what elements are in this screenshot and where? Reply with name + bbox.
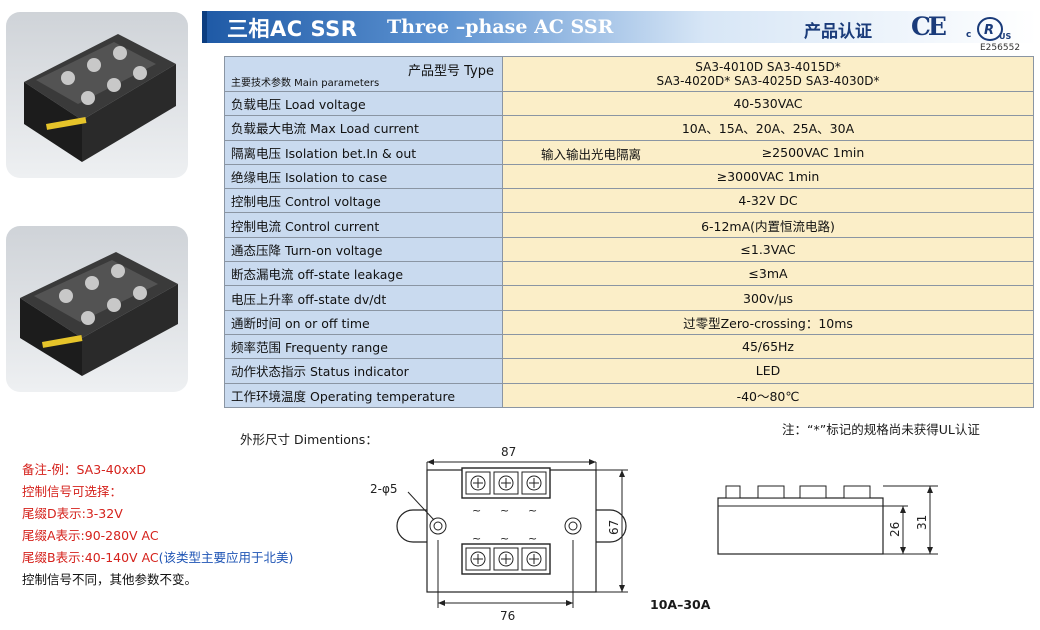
- svg-text:R: R: [984, 23, 994, 38]
- notes-block: 备注-例：SA3-40xxD 控制信号可选择： 尾缀D表示:3-32V 尾缀A表…: [22, 459, 293, 591]
- header-cell: 产品型号 Type 主要技术参数 Main parameters: [224, 56, 503, 92]
- note-line: 备注-例：SA3-40xxD: [22, 462, 147, 477]
- product-photo-top: [6, 12, 188, 178]
- drawing-caption: 10A–30A: [650, 597, 711, 612]
- row-value: 6-12mA(内置恒流电路): [502, 212, 1034, 238]
- row-value: ≤3mA: [502, 261, 1034, 287]
- ul-code: E256552: [980, 43, 1021, 53]
- table-row: 断态漏电流 off-state leakage≤3mA: [224, 261, 1034, 287]
- row-label: 断态漏电流 off-state leakage: [224, 261, 503, 287]
- row-label: 负载电压 Load voltage: [224, 90, 503, 117]
- dim-side-h1: 26: [888, 522, 902, 537]
- spec-table: 产品型号 Type 主要技术参数 Main parameters SA3-401…: [224, 56, 1034, 408]
- table-row: 隔离电压 Isolation bet.In & out 输入输出光电隔离 ≥25…: [224, 139, 1034, 165]
- row-label: 工作环境温度 Operating temperature: [224, 382, 503, 408]
- note-line: 控制信号可选择：: [22, 484, 123, 499]
- row-value: 过零型Zero-crossing：10ms: [502, 309, 1034, 335]
- dim-tilde: ~: [528, 504, 537, 517]
- row-label: 绝缘电压 Isolation to case: [224, 163, 503, 190]
- row-label: 电压上升率 off-state dv/dt: [224, 285, 503, 311]
- models-cell: SA3-4010D SA3-4015D* SA3-4020D* SA3-4025…: [502, 56, 1034, 92]
- row-label: 通断时间 on or off time: [224, 309, 503, 335]
- row-value: ≤1.3VAC: [502, 236, 1034, 263]
- row-value: 4-32V DC: [502, 188, 1034, 214]
- row-label: 频率范围 Frequenty range: [224, 333, 503, 360]
- table-row: 通态压降 Turn-on voltage≤1.3VAC: [224, 236, 1034, 263]
- type-header: 产品型号 Type: [408, 64, 494, 79]
- header-bar: 三相AC SSR Three –phase AC SSR 产品认证 CE R c…: [202, 11, 1037, 43]
- models-line-1: SA3-4010D SA3-4015D*: [695, 60, 841, 74]
- table-header-row: 产品型号 Type 主要技术参数 Main parameters SA3-401…: [224, 56, 1034, 92]
- row-value: ≥2500VAC 1min: [761, 144, 865, 160]
- product-photo-bottom: [6, 226, 188, 392]
- dim-tilde: ~: [472, 504, 481, 517]
- dimensions-label: 外形尺寸 Dimentions：: [240, 432, 378, 447]
- dim-side-h2: 31: [915, 515, 929, 530]
- row-value: 45/65Hz: [502, 333, 1034, 360]
- row-value: -40～80℃: [502, 382, 1034, 408]
- note-line: 控制信号不同，其他参数不变。: [22, 572, 198, 587]
- row-value: ≥3000VAC 1min: [502, 163, 1034, 190]
- table-row: 绝缘电压 Isolation to case≥3000VAC 1min: [224, 163, 1034, 190]
- param-header: 主要技术参数 Main parameters: [231, 78, 380, 89]
- dim-tilde: ~: [472, 532, 481, 545]
- ul-c-text: c: [966, 30, 971, 40]
- row-value: LED: [502, 358, 1034, 384]
- row-label: 隔离电压 Isolation bet.In & out: [224, 139, 503, 165]
- ce-mark-icon: CE: [911, 12, 947, 41]
- row-label: 通态压降 Turn-on voltage: [224, 236, 503, 263]
- dimension-drawing: 87 2-φ5 ~ ~ ~ ~ ~ ~ 67 76: [370, 445, 938, 623]
- ul-mark-icon: R c US: [966, 17, 1011, 41]
- dim-width-bottom: 76: [500, 609, 515, 623]
- dim-tilde: ~: [528, 532, 537, 545]
- ul-note: 注：“*”标记的规格尚未获得UL认证: [782, 422, 980, 437]
- dim-width-top: 87: [501, 445, 516, 459]
- dim-hole: 2-φ5: [370, 482, 398, 496]
- row-value-note: 输入输出光电隔离: [541, 146, 642, 162]
- row-label: 控制电压 Control voltage: [224, 188, 503, 214]
- note-line: 尾缀A表示:90-280V AC: [22, 528, 159, 543]
- row-label: 控制电流 Control current: [224, 212, 503, 238]
- note-line: 尾缀D表示:3-32V: [22, 506, 123, 521]
- row-label: 动作状态指示 Status indicator: [224, 358, 503, 384]
- page-subtitle: Three –phase AC SSR: [387, 16, 614, 38]
- table-row: 工作环境温度 Operating temperature-40～80℃: [224, 382, 1034, 408]
- page-title: 三相AC SSR: [227, 17, 358, 41]
- cert-label: 产品认证: [804, 22, 872, 42]
- dim-tilde: ~: [500, 504, 509, 517]
- row-value: 40-530VAC: [502, 90, 1034, 117]
- row-value: 10A、15A、20A、25A、30A: [502, 115, 1034, 141]
- row-label: 负载最大电流 Max Load current: [224, 115, 503, 141]
- models-line-2: SA3-4020D* SA3-4025D SA3-4030D*: [656, 74, 880, 88]
- row-value: 300v/μs: [502, 285, 1034, 311]
- note-text-blue: (该类型主要应用于北美): [158, 550, 294, 565]
- ul-us-text: US: [999, 32, 1011, 41]
- row-value-cell: 输入输出光电隔离 ≥2500VAC 1min: [502, 139, 1034, 165]
- dim-height: 67: [607, 520, 621, 535]
- dim-tilde: ~: [500, 532, 509, 545]
- note-line-mixed: 尾缀B表示:40-140V AC(该类型主要应用于北美): [22, 547, 293, 569]
- note-text: 尾缀B表示:40-140V AC: [22, 550, 159, 565]
